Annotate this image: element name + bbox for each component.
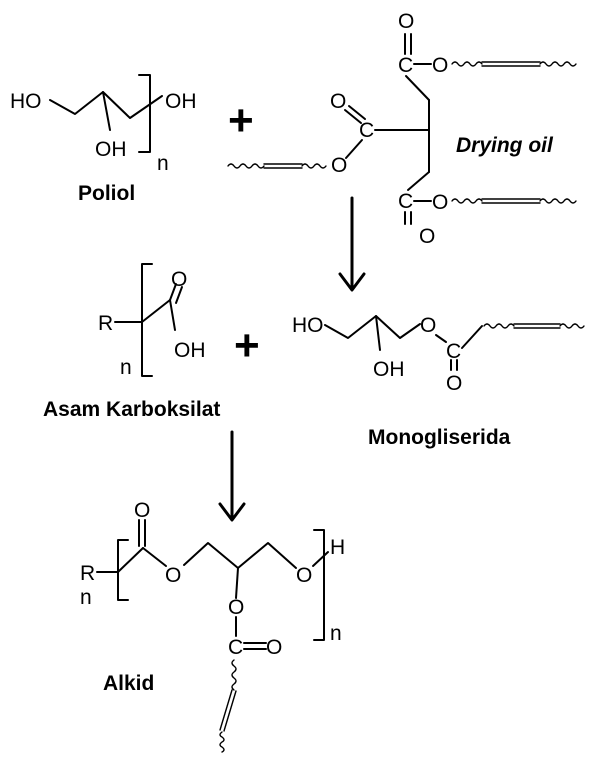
poliol-structure: HO OH OH n (10, 74, 197, 175)
ester-bond (345, 139, 363, 159)
repeat-bracket (313, 529, 325, 641)
repeat-bracket (141, 263, 153, 377)
backbone-bond (407, 99, 430, 131)
alkyd-structure: R n O O O H n O C O (80, 499, 345, 753)
atom-o: O (420, 314, 436, 337)
atom-ho: HO (10, 90, 42, 113)
atom-c: C (398, 54, 413, 77)
caption-asam-karboksilat: Asam Karboksilat (43, 398, 220, 421)
double-bond (219, 689, 233, 731)
atom-o: O (446, 372, 462, 395)
double-bond (223, 690, 237, 732)
atom-oh: OH (174, 339, 206, 362)
atom-o: O (419, 225, 435, 248)
repeat-bracket (117, 539, 129, 601)
atom-h: H (330, 536, 345, 559)
acid-oh-bond (169, 299, 176, 331)
atom-r: R (80, 562, 95, 585)
atom-o: O (296, 564, 312, 587)
caption-monogliserida: Monogliserida (368, 426, 511, 449)
monoglyceride-structure: HO OH O C O (292, 314, 585, 395)
glycerol-chain (183, 542, 297, 569)
caption-drying-oil: Drying oil (456, 134, 554, 157)
atom-o: O (432, 54, 448, 77)
carbonyl-bond (348, 105, 366, 120)
repeat-bracket (138, 74, 151, 153)
poliol-oh-bond (102, 91, 111, 131)
atom-o: O (171, 268, 187, 291)
atom-oh: OH (373, 358, 405, 381)
plus-sign: + (234, 321, 260, 370)
subscript-n: n (120, 356, 132, 379)
atom-o: O (398, 10, 414, 33)
caption-poliol: Poliol (78, 182, 135, 205)
reaction-arrow (338, 196, 366, 292)
plus-sign: + (228, 96, 254, 145)
subscript-n: n (330, 622, 342, 645)
atom-o: O (330, 90, 346, 113)
chain-bond (407, 171, 430, 191)
subscript-n: n (157, 152, 169, 175)
atom-ho: HO (292, 314, 324, 337)
fatty-chain (559, 323, 585, 329)
atom-oh: OH (95, 138, 127, 161)
atom-c: C (359, 119, 374, 142)
chain-bond (461, 325, 483, 349)
ester-bond (117, 547, 144, 573)
monoglyceride-chain (324, 315, 421, 339)
fatty-chain (483, 323, 515, 329)
carbonyl-bond (175, 286, 183, 304)
fatty-chain (451, 198, 483, 204)
atom-oh: OH (165, 90, 197, 113)
atom-r: R (98, 312, 113, 335)
atom-o: O (331, 154, 347, 177)
monoglyceride-oh-bond (375, 315, 381, 351)
chain-bond (405, 75, 430, 101)
fatty-chain (231, 659, 237, 691)
atom-c: C (446, 340, 461, 363)
ester-bond (142, 547, 167, 567)
carbonyl-bond (344, 109, 362, 124)
arrow-head (218, 502, 246, 522)
fatty-chain (301, 163, 327, 169)
atom-o: O (228, 596, 244, 619)
atom-o: O (134, 499, 150, 522)
triglyceride-structure: O C O O C O C O O (227, 10, 577, 248)
caption-alkid: Alkid (103, 672, 154, 695)
arrow-head (338, 272, 366, 292)
acid-bond (141, 299, 171, 323)
fatty-chain (539, 198, 577, 204)
atom-o: O (432, 191, 448, 214)
fatty-chain (219, 731, 225, 753)
carboxylic-acid-structure: R n O OH (98, 263, 206, 379)
carbonyl-bond (169, 283, 177, 301)
ester-bond (435, 334, 447, 343)
atom-c: C (228, 636, 243, 659)
fatty-chain (227, 163, 265, 169)
subscript-n: n (80, 586, 92, 609)
atom-o: O (165, 564, 181, 587)
branch-bond (235, 567, 239, 599)
end-bond (312, 551, 329, 567)
fatty-chain (539, 61, 577, 67)
atom-o: O (266, 636, 282, 659)
reaction-arrow (218, 430, 246, 522)
fatty-chain (451, 61, 483, 67)
atom-c: C (398, 190, 413, 213)
